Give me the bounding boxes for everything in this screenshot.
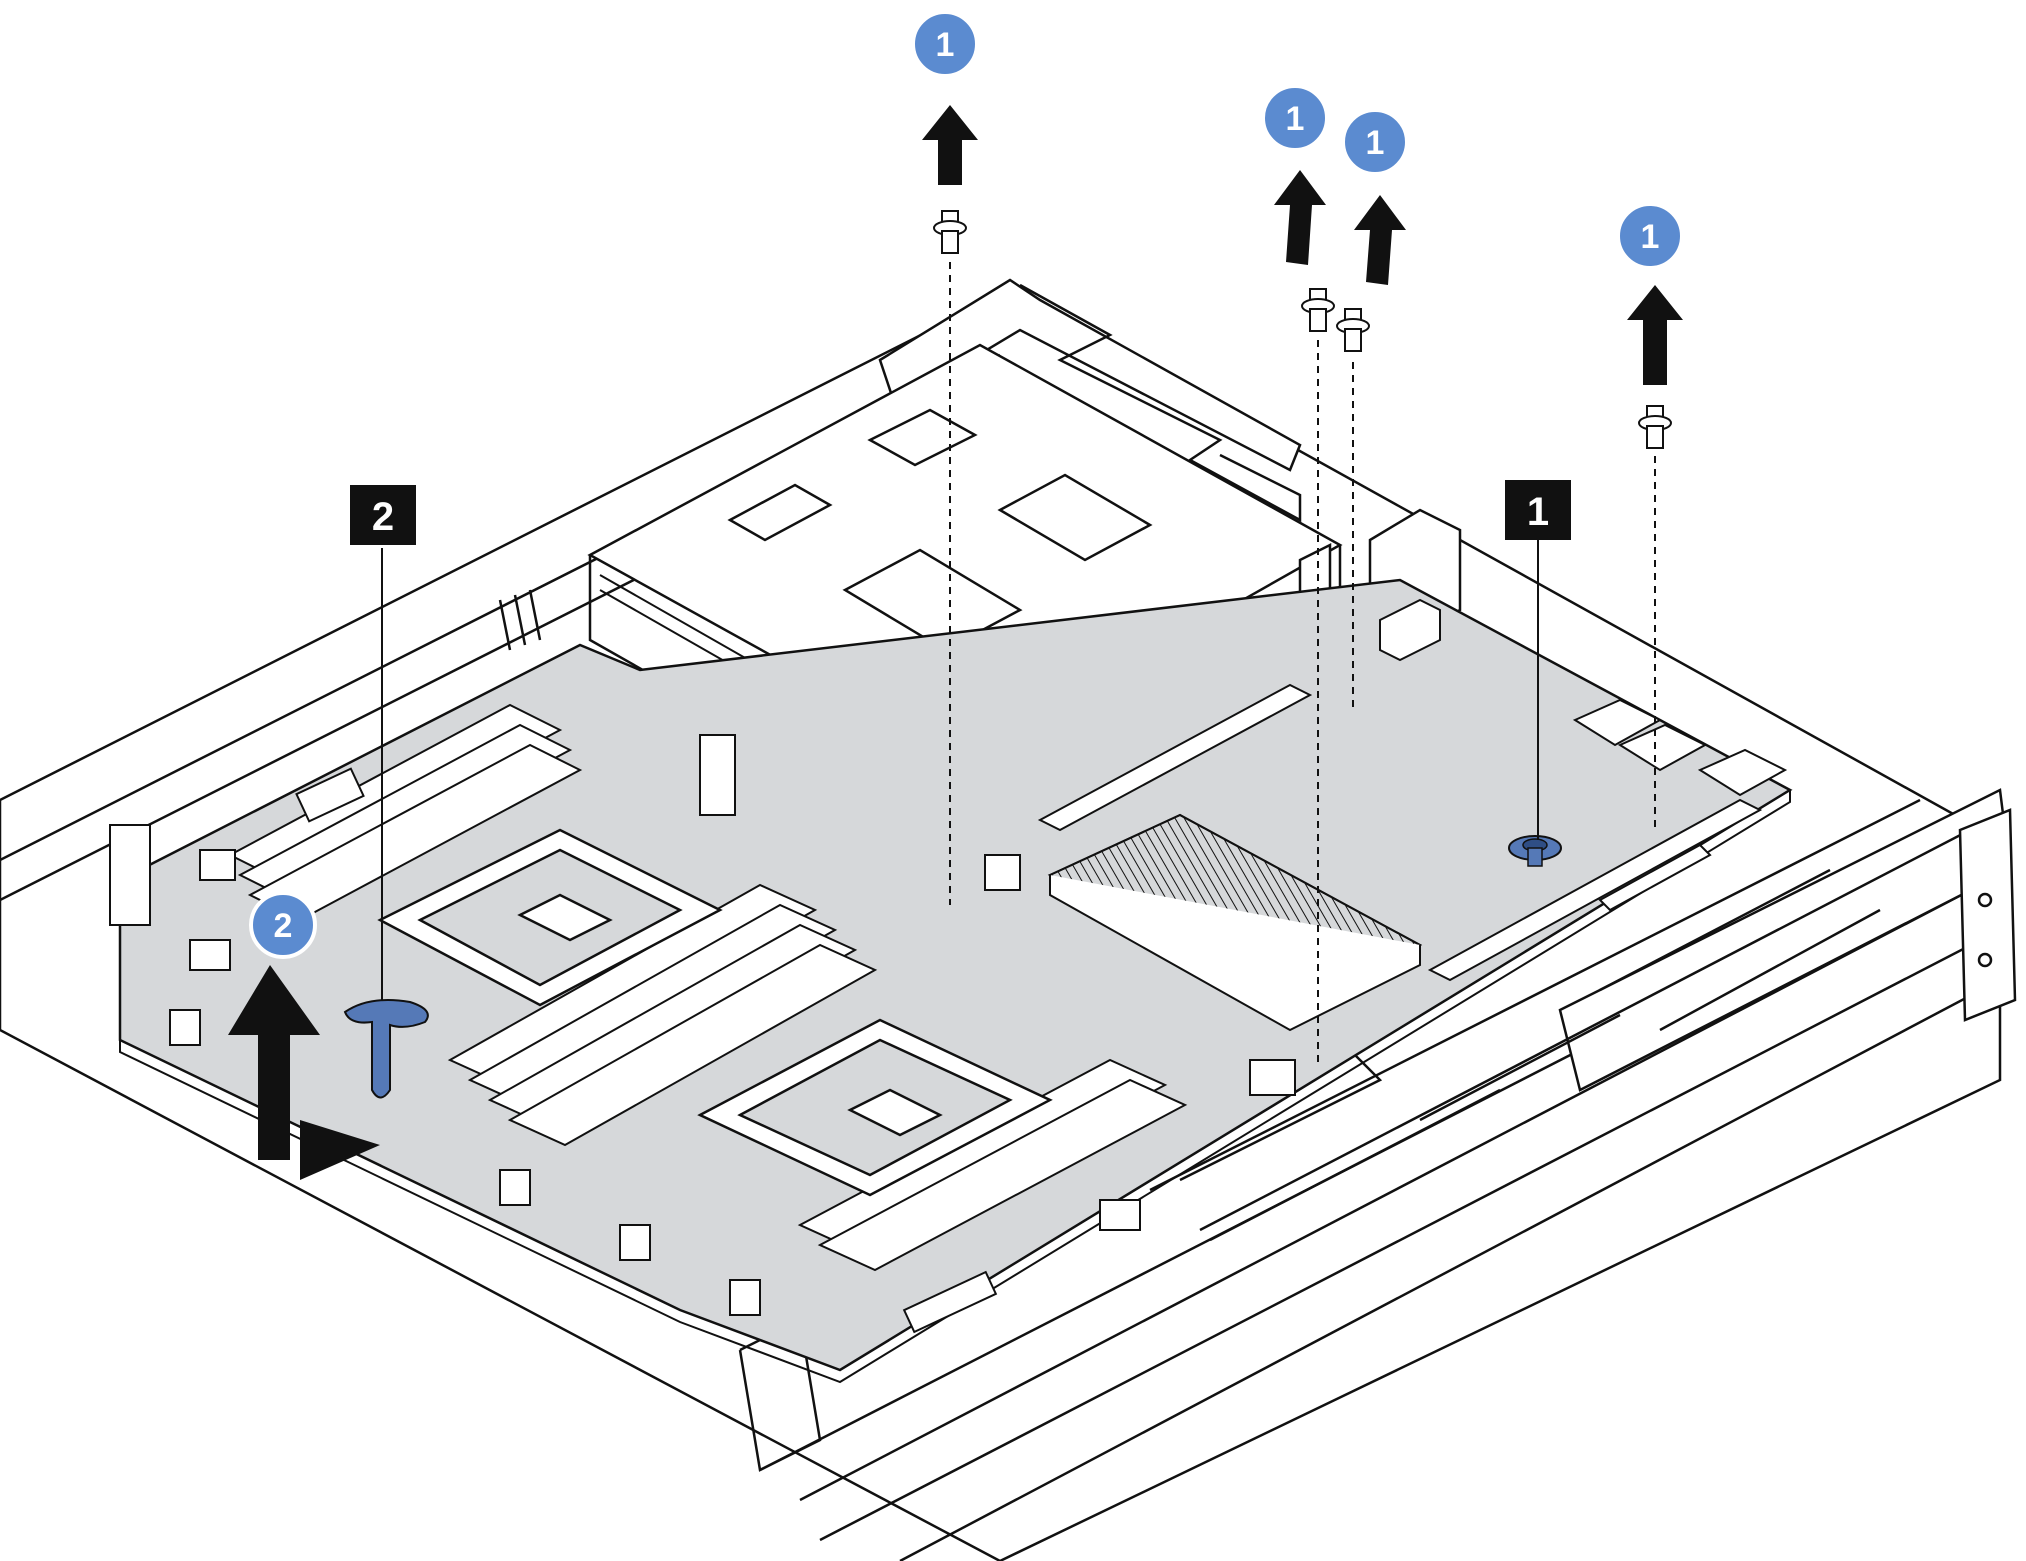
- dimm-slots-bank-a: [227, 703, 583, 922]
- part-label-text: 1: [1527, 490, 1549, 534]
- label-leader-lines: [381, 538, 1539, 1000]
- step-callout-label: 1: [1286, 100, 1305, 138]
- screw-dash-lines: [949, 262, 1656, 1065]
- processor-socket-2: [697, 1018, 1053, 1197]
- guide-pin-icon: [1508, 835, 1562, 867]
- step-callout-label: 1: [1366, 124, 1385, 162]
- part-label-text: 2: [372, 495, 394, 539]
- step-callout-label: 1: [936, 26, 955, 64]
- part-label-lift-handle: 2: [350, 485, 416, 545]
- step-callout-1d: 1: [1616, 202, 1684, 270]
- chipset-heat-sink: [1047, 813, 1423, 1032]
- step-callout-1c: 1: [1341, 108, 1409, 176]
- step-callout-2: 2: [249, 891, 317, 959]
- lift-arrow-icon: [228, 965, 380, 1180]
- up-arrow-icon: [922, 105, 1683, 385]
- step-callout-label: 2: [274, 907, 293, 945]
- step-callout-label: 1: [1641, 218, 1660, 256]
- rear-connectors: [1379, 598, 1788, 797]
- dimm-slots-bank-b: [447, 883, 878, 1147]
- riser-slots: [1037, 683, 1763, 982]
- step-callout-1a: 1: [911, 10, 979, 78]
- step-callout-1b: 1: [1261, 84, 1329, 152]
- board-connectors: [109, 734, 1296, 1334]
- part-label-guide-pin: 1: [1505, 480, 1571, 540]
- processor-socket-1: [377, 828, 723, 1007]
- lift-handle-icon: [343, 999, 429, 1099]
- screw-icon: [933, 210, 1672, 449]
